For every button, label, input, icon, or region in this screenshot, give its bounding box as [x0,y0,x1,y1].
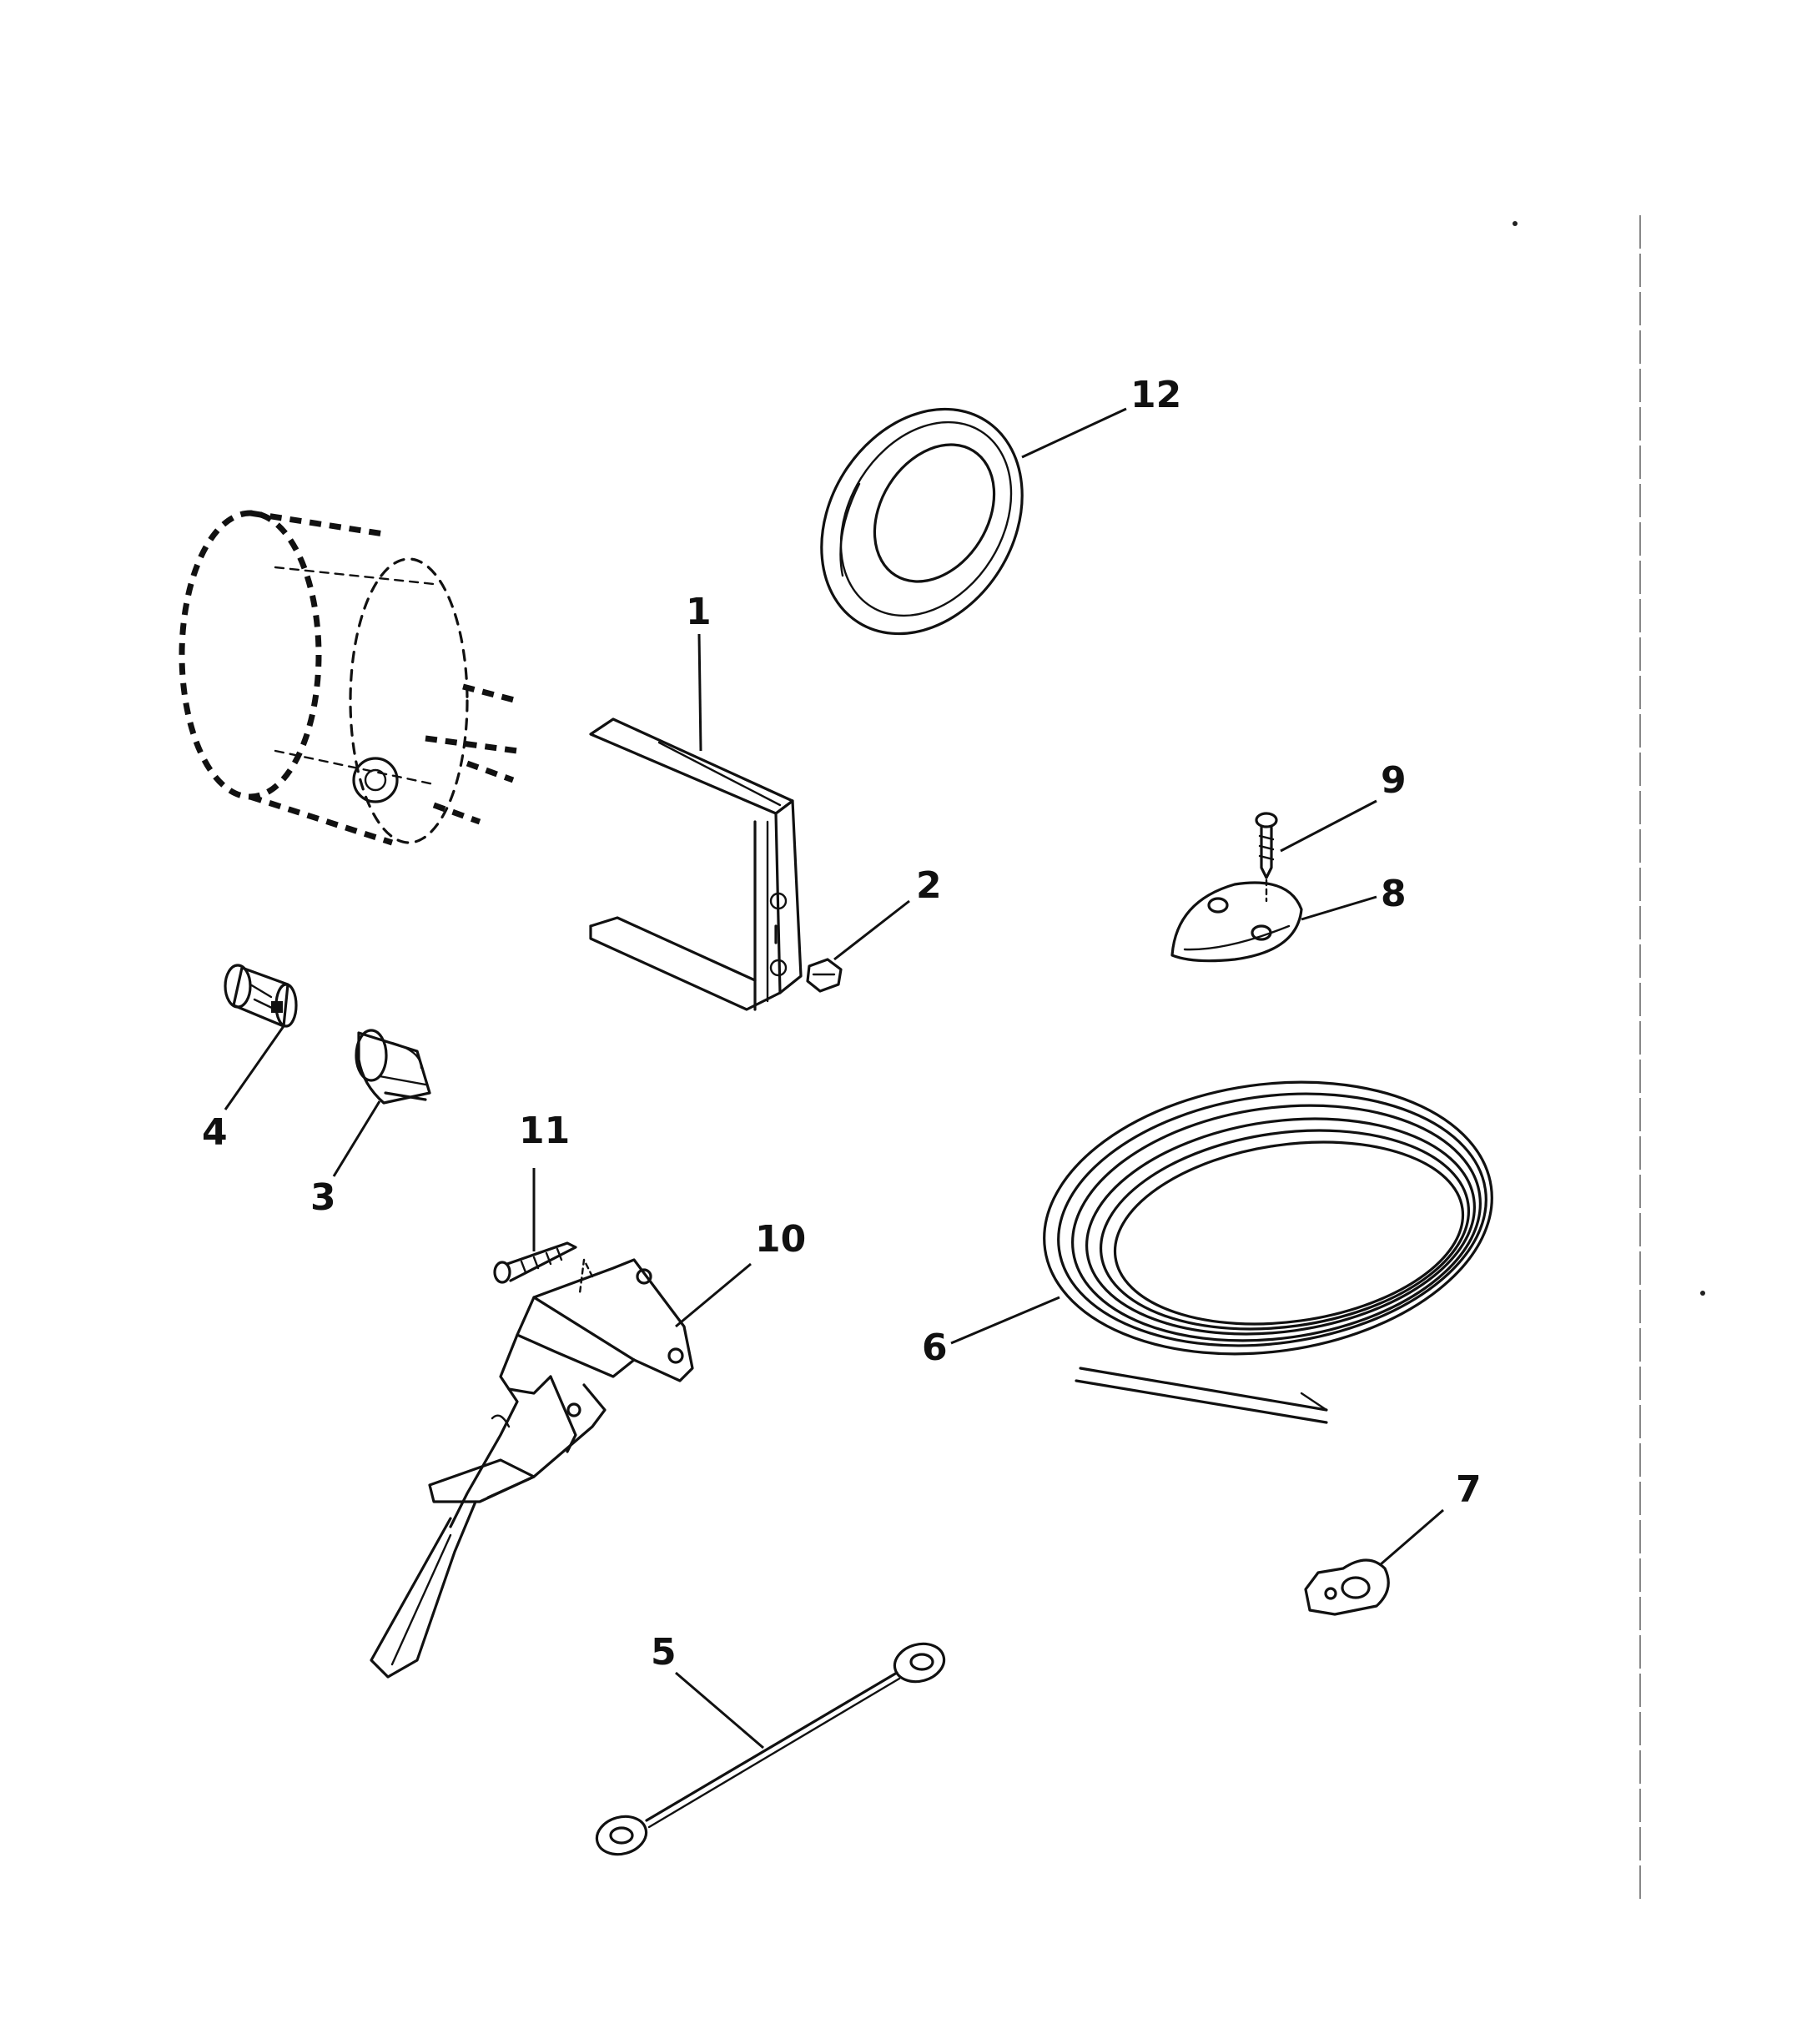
callout-1: 1 [686,591,712,633]
screw-part [1255,812,1278,879]
callout-11: 11 [519,1110,570,1152]
bezel-ring-part [820,407,1024,636]
callout-12: 12 [1130,374,1181,416]
callout-4: 4 [202,1111,228,1154]
clamp-part [1304,1558,1390,1616]
stray-dot [1513,221,1518,226]
callout-10: 10 [755,1218,806,1261]
nut-part [806,958,843,993]
pickup-part [370,1258,694,1679]
cover-part [1170,879,1303,963]
callout-8: 8 [1381,873,1407,915]
mounting-screw-part [493,1241,577,1284]
gauge-phantom-part [179,510,518,846]
callout-3: 3 [310,1176,336,1219]
stray-dot [1700,1291,1705,1296]
callout-2: 2 [916,864,942,907]
tubing-coil-part [1043,1080,1493,1424]
u-bracket-part [589,717,803,1011]
callout-9: 9 [1381,759,1407,802]
ground-strap-part [595,1642,946,1856]
socket-part [355,1029,431,1105]
callout-6: 6 [922,1327,948,1369]
callout-5: 5 [651,1631,677,1674]
bulb-part [224,964,298,1028]
callout-7: 7 [1456,1468,1482,1511]
